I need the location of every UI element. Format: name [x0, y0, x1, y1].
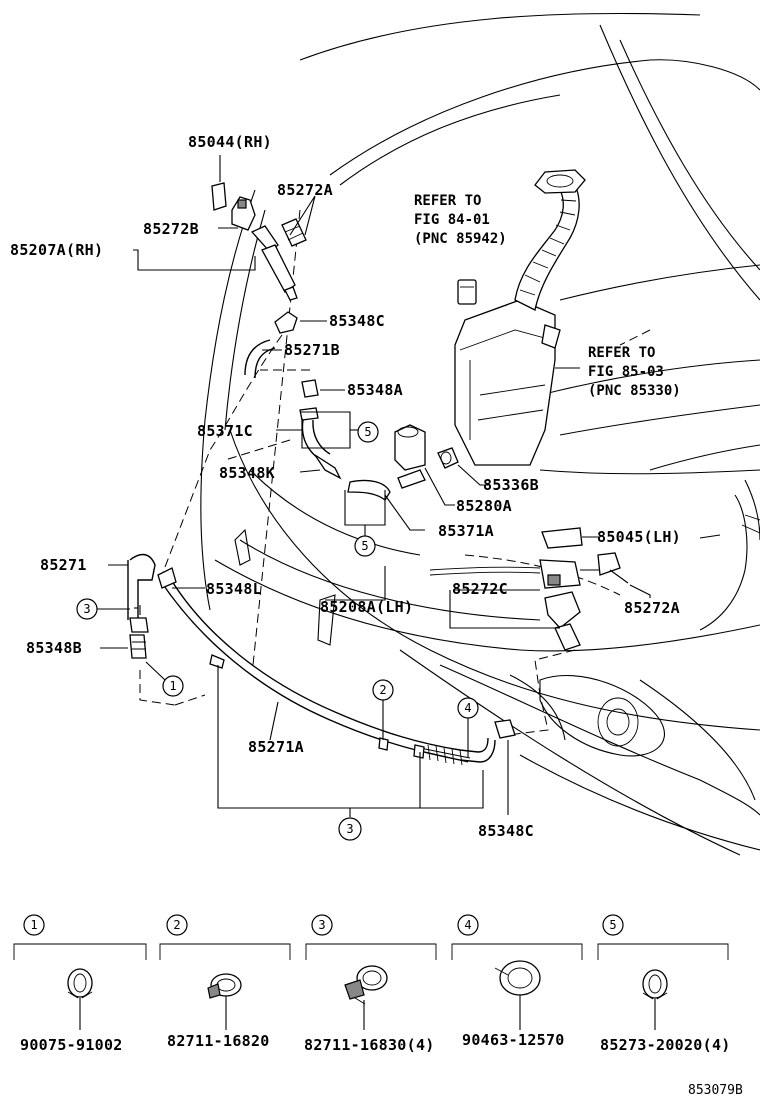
callout-3-bottom-text: 3	[346, 822, 353, 836]
refer-note-upper-line-2: FIG 84-01	[414, 212, 490, 228]
label-85371c: 85371C	[197, 422, 253, 440]
callout-4-text: 4	[464, 701, 471, 715]
legend-item-5: 5 85273-20020(4)	[597, 914, 731, 1054]
callout-5-upper: 5	[357, 421, 379, 443]
refer-note-right: REFER TO FIG 85-03 (PNC 85330)	[588, 345, 681, 399]
label-85272c: 85272C	[452, 580, 508, 598]
callout-5-lower: 5	[354, 535, 376, 557]
legend-part-5: 85273-20020(4)	[600, 1036, 731, 1054]
label-85348l: 85348L	[206, 580, 262, 598]
legend-item-2: 2 82711-16820	[159, 914, 291, 1050]
label-85271: 85271	[40, 556, 87, 574]
label-85045-lh: 85045(LH)	[597, 528, 681, 546]
legend-index-1: 1	[30, 918, 37, 932]
callout-2: 2	[372, 679, 394, 701]
legend-item-3: 3 82711-16830(4)	[304, 914, 437, 1054]
headlamp-washer-nozzle-icon	[211, 182, 307, 301]
hose-clamp-icon	[642, 969, 668, 1000]
hose-icon	[127, 553, 516, 766]
legend-part-2: 82711-16820	[167, 1032, 270, 1050]
label-85271b: 85271B	[284, 341, 340, 359]
washer-pump-icon	[244, 311, 459, 501]
callout-1-text: 1	[169, 679, 176, 693]
label-85207a-rh: 85207A(RH)	[10, 241, 103, 259]
legend-item-4: 4 90463-12570	[451, 914, 583, 1049]
legend-index-4: 4	[464, 918, 471, 932]
callout-5-upper-text: 5	[364, 425, 371, 439]
label-85280a: 85280A	[456, 497, 512, 515]
label-85272a-top: 85272A	[277, 181, 333, 199]
callout-2-text: 2	[379, 683, 386, 697]
diagram-callouts: 5 5 3 1 2 4 3	[76, 421, 479, 841]
label-85336b: 85336B	[483, 476, 539, 494]
hose-clamp-icon	[207, 973, 242, 999]
refer-note-upper: REFER TO FIG 84-01 (PNC 85942)	[414, 193, 507, 247]
label-85272a-right: 85272A	[624, 599, 680, 617]
callout-3-left: 3	[76, 598, 130, 620]
refer-note-upper-line-1: REFER TO	[414, 193, 481, 209]
clamp-legend: 1 90075-91002 2 82711-16820 3	[13, 914, 731, 1054]
label-85208a-lh: 85208A(LH)	[320, 598, 413, 616]
legend-part-3: 82711-16830(4)	[304, 1036, 435, 1054]
label-85371a: 85371A	[438, 522, 494, 540]
refer-note-upper-line-3: (PNC 85942)	[414, 231, 507, 247]
legend-index-2: 2	[173, 918, 180, 932]
label-85348c-bottom: 85348C	[478, 822, 534, 840]
hose-clamp-icon	[344, 965, 388, 1005]
callout-3-left-text: 3	[83, 602, 90, 616]
label-85348b: 85348B	[26, 639, 82, 657]
washer-tank-icon	[454, 169, 586, 466]
figure-code: 853079B	[688, 1083, 743, 1098]
label-85272b: 85272B	[143, 220, 199, 238]
callout-3-bottom: 3	[338, 817, 362, 841]
label-85271a: 85271A	[248, 738, 304, 756]
part-labels: 85044(RH) 85272A 85272B 85207A(RH) 85348…	[10, 133, 681, 840]
legend-item-1: 1 90075-91002	[13, 914, 147, 1054]
lh-nozzle-assembly	[429, 527, 621, 651]
legend-part-4: 90463-12570	[462, 1031, 565, 1049]
label-85044-rh: 85044(RH)	[188, 133, 272, 151]
callout-4: 4	[457, 697, 479, 719]
legend-index-5: 5	[609, 918, 616, 932]
refer-note-right-line-2: FIG 85-03	[588, 364, 664, 380]
hose-clamp-icon	[67, 968, 93, 999]
refer-note-right-line-1: REFER TO	[588, 345, 655, 361]
callout-1: 1	[162, 675, 184, 697]
vehicle-body-outline	[200, 12, 760, 856]
label-85348k: 85348K	[219, 464, 275, 482]
legend-part-1: 90075-91002	[20, 1036, 123, 1054]
callout-5-lower-text: 5	[361, 539, 368, 553]
label-85348a: 85348A	[347, 381, 403, 399]
label-85348c-top: 85348C	[329, 312, 385, 330]
label-leaders	[100, 155, 721, 817]
legend-index-3: 3	[318, 918, 325, 932]
refer-note-right-line-3: (PNC 85330)	[588, 383, 681, 399]
hose-clamp-icon	[494, 960, 541, 996]
